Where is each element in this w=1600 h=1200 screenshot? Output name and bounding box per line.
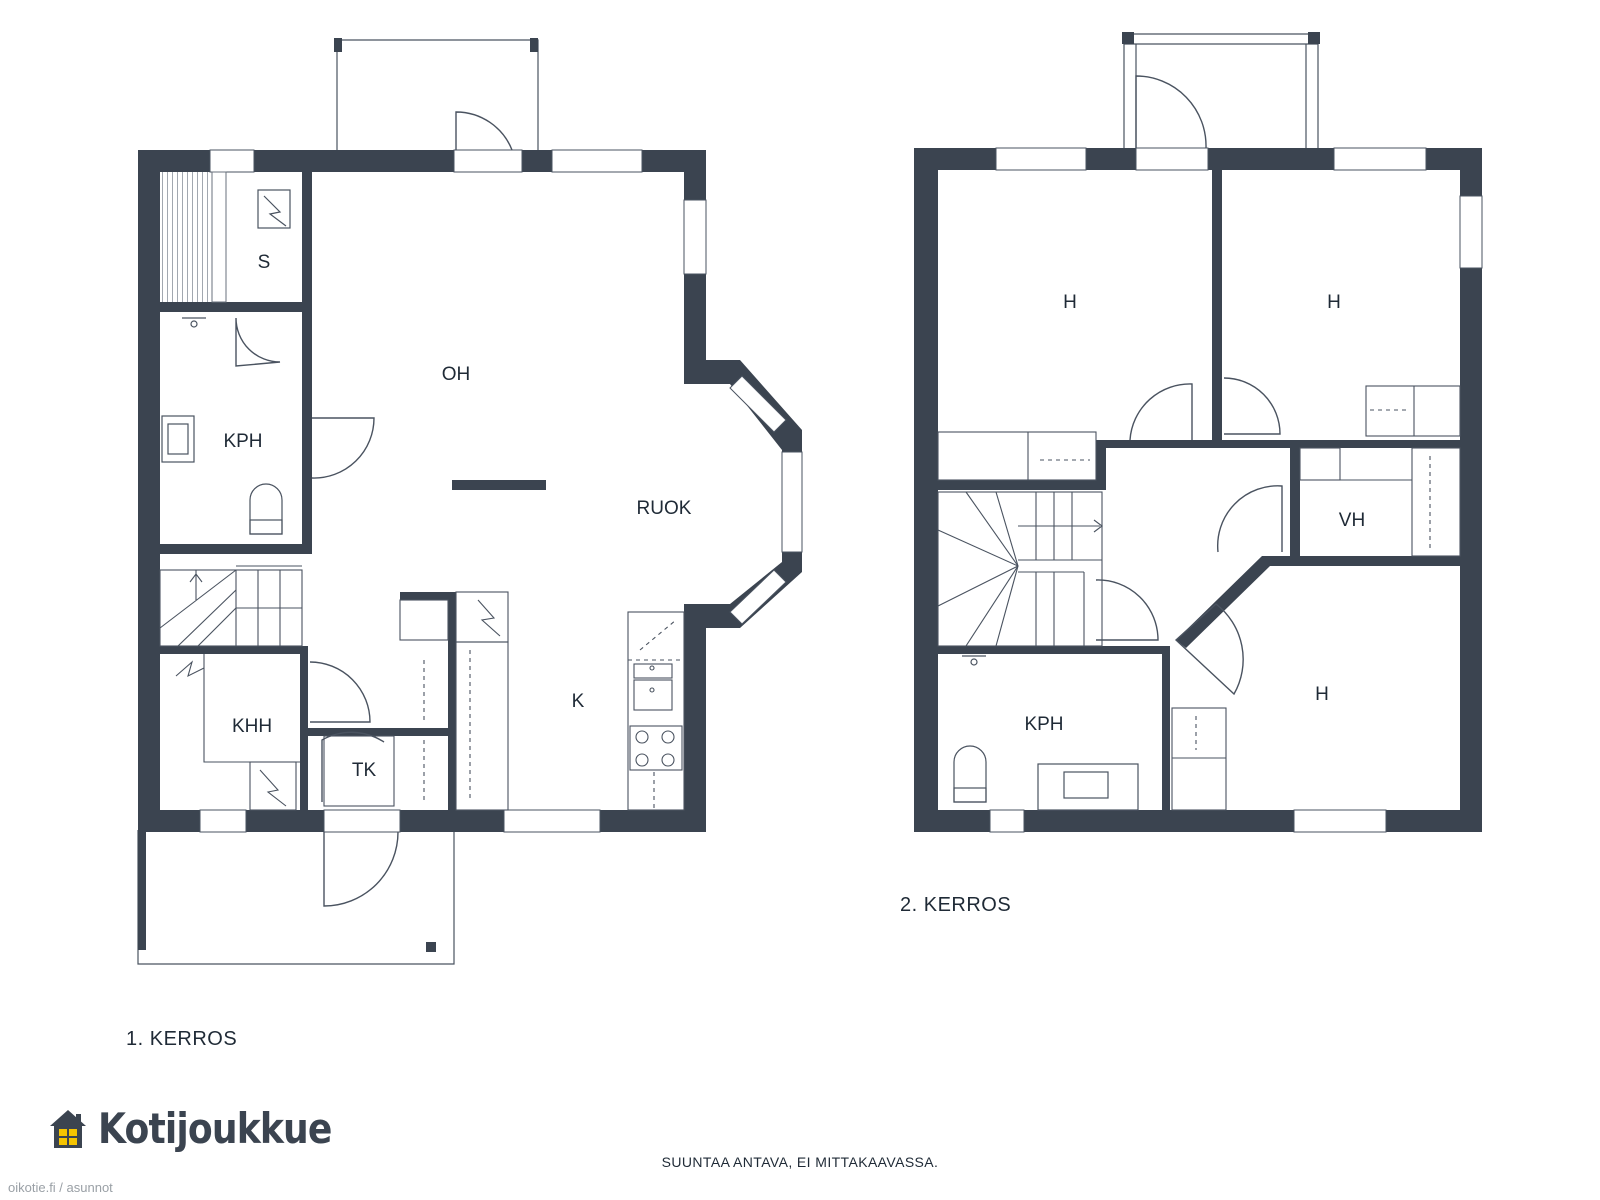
room-label-h-3: H [1315, 684, 1329, 705]
floor-1-label: 1. KERROS [126, 1028, 238, 1050]
watermark-text: oikotie.fi / asunnot [8, 1180, 113, 1195]
sauna-stove [257, 189, 291, 229]
brand-logo: Kotijoukkue [48, 1104, 370, 1153]
room-label-h-1: H [1063, 292, 1077, 313]
brand-name: Kotijoukkue [98, 1104, 332, 1153]
kitchen-fixtures [323, 591, 685, 811]
floor-2-label: 2. KERROS [900, 894, 1012, 916]
floor-1-doors [235, 111, 513, 907]
room-label-s: S [258, 252, 271, 273]
front-terrace [336, 39, 539, 150]
room-label-kph-1: KPH [223, 431, 262, 452]
room-label-kph-2: KPH [1024, 714, 1063, 735]
back-terrace [137, 830, 455, 965]
floor-1-stairs [159, 565, 303, 647]
floor-1-plan: S OH KPH RUOK K KHH TK [137, 38, 803, 965]
floor-2-walls [914, 148, 1482, 832]
room-label-ruok: RUOK [637, 498, 692, 519]
room-label-vh: VH [1339, 510, 1365, 531]
floor-2-doors [1095, 75, 1283, 696]
kph2-fixtures [953, 655, 1139, 811]
kph1-fixtures [161, 317, 283, 535]
floor-2-stairs [937, 491, 1103, 647]
room-label-oh: OH [442, 364, 471, 385]
room-label-khh: KHH [232, 716, 272, 737]
floor-2-plan: H H VH KPH H [914, 32, 1483, 833]
room-label-h-2: H [1327, 292, 1341, 313]
floor-2-balcony [1123, 33, 1319, 150]
floor-1-windows [199, 149, 803, 833]
floor-2-wardrobes [937, 385, 1461, 811]
khh-fixtures [175, 654, 300, 811]
room-label-k: K [572, 691, 585, 712]
sauna-bench [160, 172, 212, 302]
room-label-tk: TK [352, 760, 377, 781]
house-icon [50, 1109, 86, 1148]
disclaimer-text: SUUNTAA ANTAVA, EI MITTAKAAVASSA. [661, 1154, 939, 1170]
floor-2-windows [989, 147, 1483, 833]
